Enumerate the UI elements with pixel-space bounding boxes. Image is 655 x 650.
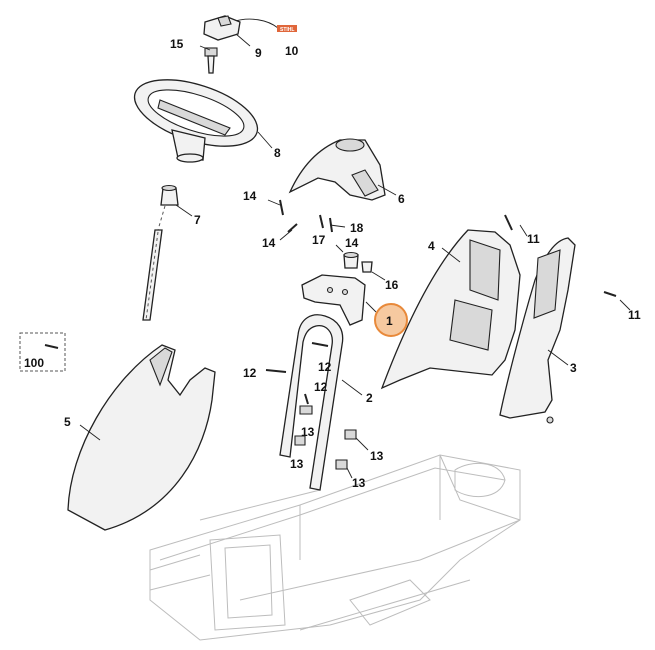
part-100-box	[19, 332, 66, 372]
callout-100[interactable]: 100	[24, 356, 44, 370]
callout-11-a[interactable]: 11	[527, 232, 540, 246]
callout-10[interactable]: 10	[285, 44, 299, 58]
callout-18[interactable]: 18	[350, 221, 364, 235]
callout-12-a[interactable]: 12	[243, 366, 257, 380]
bolt-13-a	[299, 405, 313, 415]
part-7-bushing	[160, 184, 179, 206]
callout-6[interactable]: 6	[398, 192, 405, 206]
callout-3[interactable]: 3	[570, 361, 577, 375]
screw-12-a	[265, 369, 287, 373]
callout-7[interactable]: 7	[194, 213, 201, 227]
callout-labels: 1 2 3 4 5 6 7 8 9 10 11 11 12 12 12 13 1…	[24, 37, 641, 490]
part-1-bracket	[301, 274, 366, 326]
callout-5[interactable]: 5	[64, 415, 71, 429]
part-8-steering-wheel	[133, 79, 259, 163]
callout-4[interactable]: 4	[428, 239, 435, 253]
callout-13-c[interactable]: 13	[370, 449, 384, 463]
callout-13-a[interactable]: 13	[301, 425, 315, 439]
callout-13-b[interactable]: 13	[290, 457, 304, 471]
callout-14-b[interactable]: 14	[262, 236, 276, 250]
screw-14-a	[279, 199, 284, 216]
part-6-dash-cover	[288, 138, 386, 201]
bolt-13-b	[294, 435, 306, 446]
bolt-13-c	[344, 429, 357, 440]
callout-13-d[interactable]: 13	[352, 476, 366, 490]
screw-12-b	[311, 342, 329, 347]
callout-1-highlight[interactable]	[374, 303, 408, 337]
callout-17[interactable]: 17	[312, 233, 326, 247]
chassis-frame	[149, 454, 521, 641]
screw-12-c	[304, 393, 309, 405]
callout-14-c[interactable]: 14	[345, 236, 359, 250]
part-10-decal: STIHL	[231, 18, 297, 33]
screw-18	[319, 214, 324, 229]
screw-11-b	[603, 291, 617, 297]
part-4-side-panel	[380, 229, 521, 390]
callout-12-c[interactable]: 12	[314, 380, 328, 394]
part-3-side-panel	[499, 237, 576, 424]
callout-9[interactable]: 9	[255, 46, 262, 60]
screw-14-b	[287, 223, 298, 233]
callout-12-b[interactable]: 12	[318, 360, 332, 374]
callout-14-a[interactable]: 14	[243, 189, 257, 203]
callout-1[interactable]: 1	[386, 314, 393, 328]
screw-11-a	[504, 214, 513, 231]
part-2-u-frame	[279, 314, 344, 491]
callout-11-b[interactable]: 11	[628, 308, 641, 322]
callout-2[interactable]: 2	[366, 391, 373, 405]
stihl-badge	[277, 25, 297, 32]
callout-8[interactable]: 8	[274, 146, 281, 160]
part-15-bolt	[204, 47, 218, 74]
stihl-badge-text: STIHL	[280, 27, 294, 33]
bolt-13-d	[335, 459, 348, 470]
callout-15[interactable]: 15	[170, 37, 184, 51]
part-9-cap	[203, 15, 241, 41]
part-16-bushing	[361, 261, 373, 273]
steering-shaft	[142, 205, 166, 321]
leader-lines	[79, 33, 631, 479]
part-5-lower-cover	[67, 344, 216, 531]
callout-16[interactable]: 16	[385, 278, 399, 292]
part-17-bushing	[343, 251, 359, 269]
